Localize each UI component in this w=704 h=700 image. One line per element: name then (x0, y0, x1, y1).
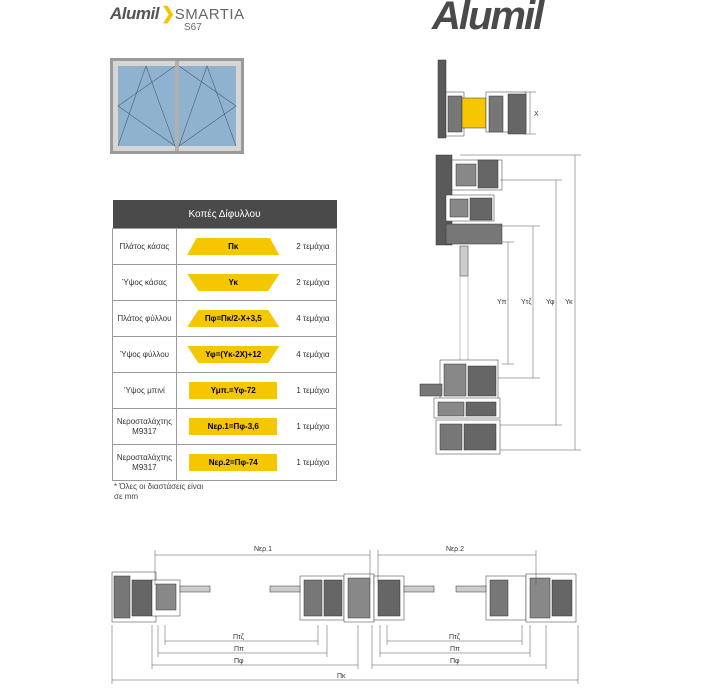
row-label: Ύψος κάσας (112, 264, 177, 301)
formula-badge: Πκ (187, 238, 280, 255)
row-qty: 4 τεμάχια (289, 300, 337, 337)
row-label: Νεροσταλάχτης M9317 (112, 408, 177, 445)
formula-badge: Υκ (187, 274, 280, 291)
table-title: Κοπές Δίφυλλου (112, 200, 337, 229)
row-label: Πλάτος φύλλου (112, 300, 177, 337)
units-note: * Όλες οι διαστάσεις είναι σε mm (114, 482, 204, 501)
dim-ner1: Νερ.1 (254, 546, 272, 553)
row-qty: 1 τεμάχιο (289, 408, 337, 445)
dim-pk: Πκ (337, 673, 346, 680)
dim-x: X (534, 111, 539, 118)
table-row: Ύψος κάσας Υκ 2 τεμάχια (112, 264, 337, 301)
row-qty: 2 τεμάχια (289, 228, 337, 265)
table-row: Πλάτος κάσας Πκ 2 τεμάχια (112, 228, 337, 265)
dim-pf-right: Πφ (450, 658, 460, 665)
formula-badge: Νερ.1=Πφ-3,6 (189, 418, 278, 435)
dim-pf-left: Πφ (234, 658, 244, 665)
table-row: Πλάτος φύλλου Πφ=Πκ/2-Χ+3,5 4 τεμάχια (112, 300, 337, 337)
dim-ytz: Υτζ (521, 299, 531, 306)
formula-badge: Υφ=(Υκ-2Χ)+12 (187, 346, 280, 363)
window-thumbnail (110, 58, 244, 154)
row-label: Νεροσταλάχτης M9317 (112, 444, 177, 481)
formula-badge: Πφ=Πκ/2-Χ+3,5 (187, 310, 280, 327)
row-label: Ύψος φύλλου (112, 336, 177, 373)
vertical-section (419, 59, 527, 455)
table-row: Νεροσταλάχτης M9317 Νερ.2=Πφ-74 1 τεμάχι… (112, 444, 337, 481)
row-label: Πλάτος κάσας (112, 228, 177, 265)
series-label: S67 (184, 22, 202, 33)
dim-ptz-right: Πτζ (449, 634, 460, 641)
table-row: Ύψος μπινί Υμπ.=Υφ-72 1 τεμάχιο (112, 372, 337, 409)
dim-yf: Υφ (546, 299, 555, 306)
formula-badge: Υμπ.=Υφ-72 (189, 382, 278, 399)
cuts-table: Κοπές Δίφυλλου Πλάτος κάσας Πκ 2 τεμάχια… (112, 200, 337, 481)
table-row: Ύψος φύλλου Υφ=(Υκ-2Χ)+12 4 τεμάχια (112, 336, 337, 373)
dim-yp: Υπ (497, 299, 507, 306)
dim-ner2: Νερ.2 (446, 546, 464, 553)
row-qty: 1 τεμάχιο (289, 444, 337, 481)
dim-ptz-left: Πτζ (233, 634, 244, 641)
dim-pp-left: Ππ (234, 646, 244, 653)
vertical-dimension-lines (460, 91, 581, 451)
row-label: Ύψος μπινί (112, 372, 177, 409)
formula-badge: Νερ.2=Πφ-74 (189, 454, 278, 471)
dim-pp-right: Ππ (450, 646, 460, 653)
chevron-icon: ❯ (160, 4, 175, 23)
row-qty: 1 τεμάχιο (289, 372, 337, 409)
alumil-brand-logo: Alumil (432, 0, 544, 38)
horizontal-section (111, 571, 577, 623)
dim-yk: Υκ (565, 299, 573, 306)
table-row: Νεροσταλάχτης M9317 Νερ.1=Πφ-3,6 1 τεμάχ… (112, 408, 337, 445)
alumil-smartia-logo: Alumil❯SMARTIA (110, 4, 245, 23)
horizontal-dimension-lines (111, 550, 579, 684)
row-qty: 4 τεμάχια (289, 336, 337, 373)
row-qty: 2 τεμάχια (289, 264, 337, 301)
